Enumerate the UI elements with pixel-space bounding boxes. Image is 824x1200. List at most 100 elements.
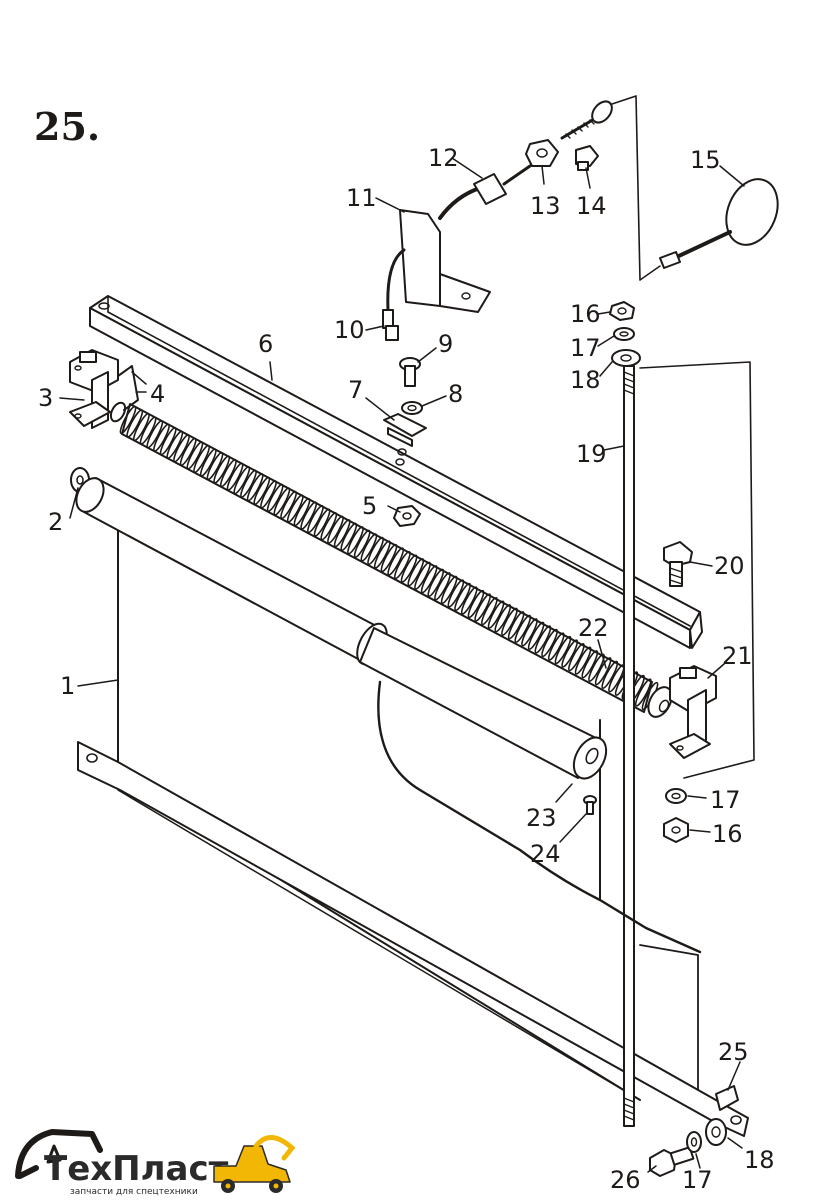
spring-coil <box>507 611 525 640</box>
spring-coil <box>487 600 505 629</box>
spring-coil <box>514 614 532 643</box>
spring-coil <box>260 480 277 509</box>
callout-24: 24 <box>530 840 561 868</box>
spring-coil <box>534 625 552 654</box>
callout-5: 5 <box>362 492 377 520</box>
spring-coil <box>340 522 358 551</box>
spring-coil <box>400 554 418 583</box>
callout-2: 2 <box>48 508 63 536</box>
part-8-washer <box>401 401 423 415</box>
spring-coil <box>273 487 291 516</box>
spring-coil <box>554 635 572 665</box>
spring-coil <box>253 476 271 505</box>
spring-coil <box>454 582 471 612</box>
spring-end-pin <box>109 401 673 718</box>
spring-coil <box>568 642 585 672</box>
spring-coil <box>139 416 157 445</box>
spring-coil <box>447 579 465 608</box>
part-13-nut <box>525 139 559 167</box>
spring-coil <box>353 529 371 558</box>
cable-threaded-end <box>560 95 641 281</box>
spring-coil <box>220 458 237 488</box>
part-10-cable-end <box>382 309 399 341</box>
part-14-bolt <box>575 145 599 171</box>
spring-coil <box>601 660 619 689</box>
part-25-end-bracket <box>715 1085 739 1111</box>
part-19-rod <box>623 365 635 1127</box>
spring-coil <box>280 490 297 520</box>
spring-coil <box>186 441 204 470</box>
spring-coil <box>320 512 338 541</box>
spring-coil <box>594 657 612 686</box>
part-9-bolt <box>399 357 421 387</box>
spring-coil <box>407 558 425 587</box>
spring-coil <box>193 444 210 474</box>
part-18-washer-bottom <box>705 1118 727 1146</box>
callout-17-top: 17 <box>570 334 601 362</box>
callout-16-right: 16 <box>712 820 743 848</box>
spring-coil <box>387 547 405 576</box>
spring-coil <box>347 526 364 555</box>
spring-coil <box>427 568 445 597</box>
spring-coil <box>179 437 197 466</box>
spring-coil <box>213 455 231 484</box>
spring-coil <box>494 604 512 633</box>
callout-3: 3 <box>38 384 53 412</box>
spring-coil <box>286 494 304 523</box>
spring-coil <box>420 565 438 594</box>
spring-coil <box>313 508 331 537</box>
callout-10: 10 <box>334 316 365 344</box>
spring-coil <box>373 540 391 569</box>
spring-coil <box>574 646 592 675</box>
callout-15: 15 <box>690 146 721 174</box>
callout-23: 23 <box>526 804 557 832</box>
spring-coil <box>440 575 458 604</box>
logo-tagline: запчасти для спецтехники <box>70 1187 198 1197</box>
spring-coil <box>434 572 451 601</box>
callout-9: 9 <box>438 330 453 358</box>
roller-tube <box>75 477 608 780</box>
part-21-bracket-right <box>669 665 717 759</box>
part-26-bolt <box>649 1146 695 1177</box>
spring-coil <box>293 497 311 527</box>
spring-coil <box>266 483 284 512</box>
part-24-screw <box>583 795 597 815</box>
spring-coil <box>333 519 351 548</box>
spring-coil <box>133 412 150 442</box>
spring-coil <box>126 409 144 438</box>
spring-coil <box>634 678 652 707</box>
callout-7: 7 <box>348 376 363 404</box>
spring-coil <box>206 451 224 481</box>
spring-coil <box>240 469 257 498</box>
callout-25: 25 <box>718 1038 749 1066</box>
part-3-bracket-left <box>69 349 119 429</box>
callout-labels: 1 2 3 4 5 6 7 8 9 10 11 12 13 14 15 16 1… <box>38 144 775 1194</box>
callout-26: 26 <box>610 1166 641 1194</box>
part-17-washer-top <box>613 327 635 341</box>
part-16-nut-top <box>609 301 635 321</box>
part-6-channel-rail <box>89 295 703 649</box>
spring-coil <box>380 543 398 573</box>
callout-1: 1 <box>60 672 75 700</box>
callout-13: 13 <box>530 192 561 220</box>
part-18-washer-top <box>611 349 641 367</box>
spring-coil <box>119 405 137 435</box>
spring-coil <box>460 586 478 615</box>
spring-coil <box>481 596 498 626</box>
spring-coil <box>394 550 411 580</box>
part-1-panel <box>77 529 749 1137</box>
part-11-cable-bracket <box>386 186 491 313</box>
leader-lines <box>59 157 745 1173</box>
spring-coil <box>588 653 605 682</box>
spring-coil <box>467 589 485 619</box>
part-4-clip <box>117 365 147 411</box>
spring-coil <box>474 593 492 622</box>
spring-coil <box>199 448 217 477</box>
callout-14: 14 <box>576 192 607 220</box>
callout-8: 8 <box>448 380 463 408</box>
part-12-sleeve <box>473 164 532 205</box>
spring-coil <box>246 473 264 502</box>
spring-coil <box>307 504 324 534</box>
spring-coil <box>159 427 177 456</box>
part-15-handle <box>639 178 779 281</box>
